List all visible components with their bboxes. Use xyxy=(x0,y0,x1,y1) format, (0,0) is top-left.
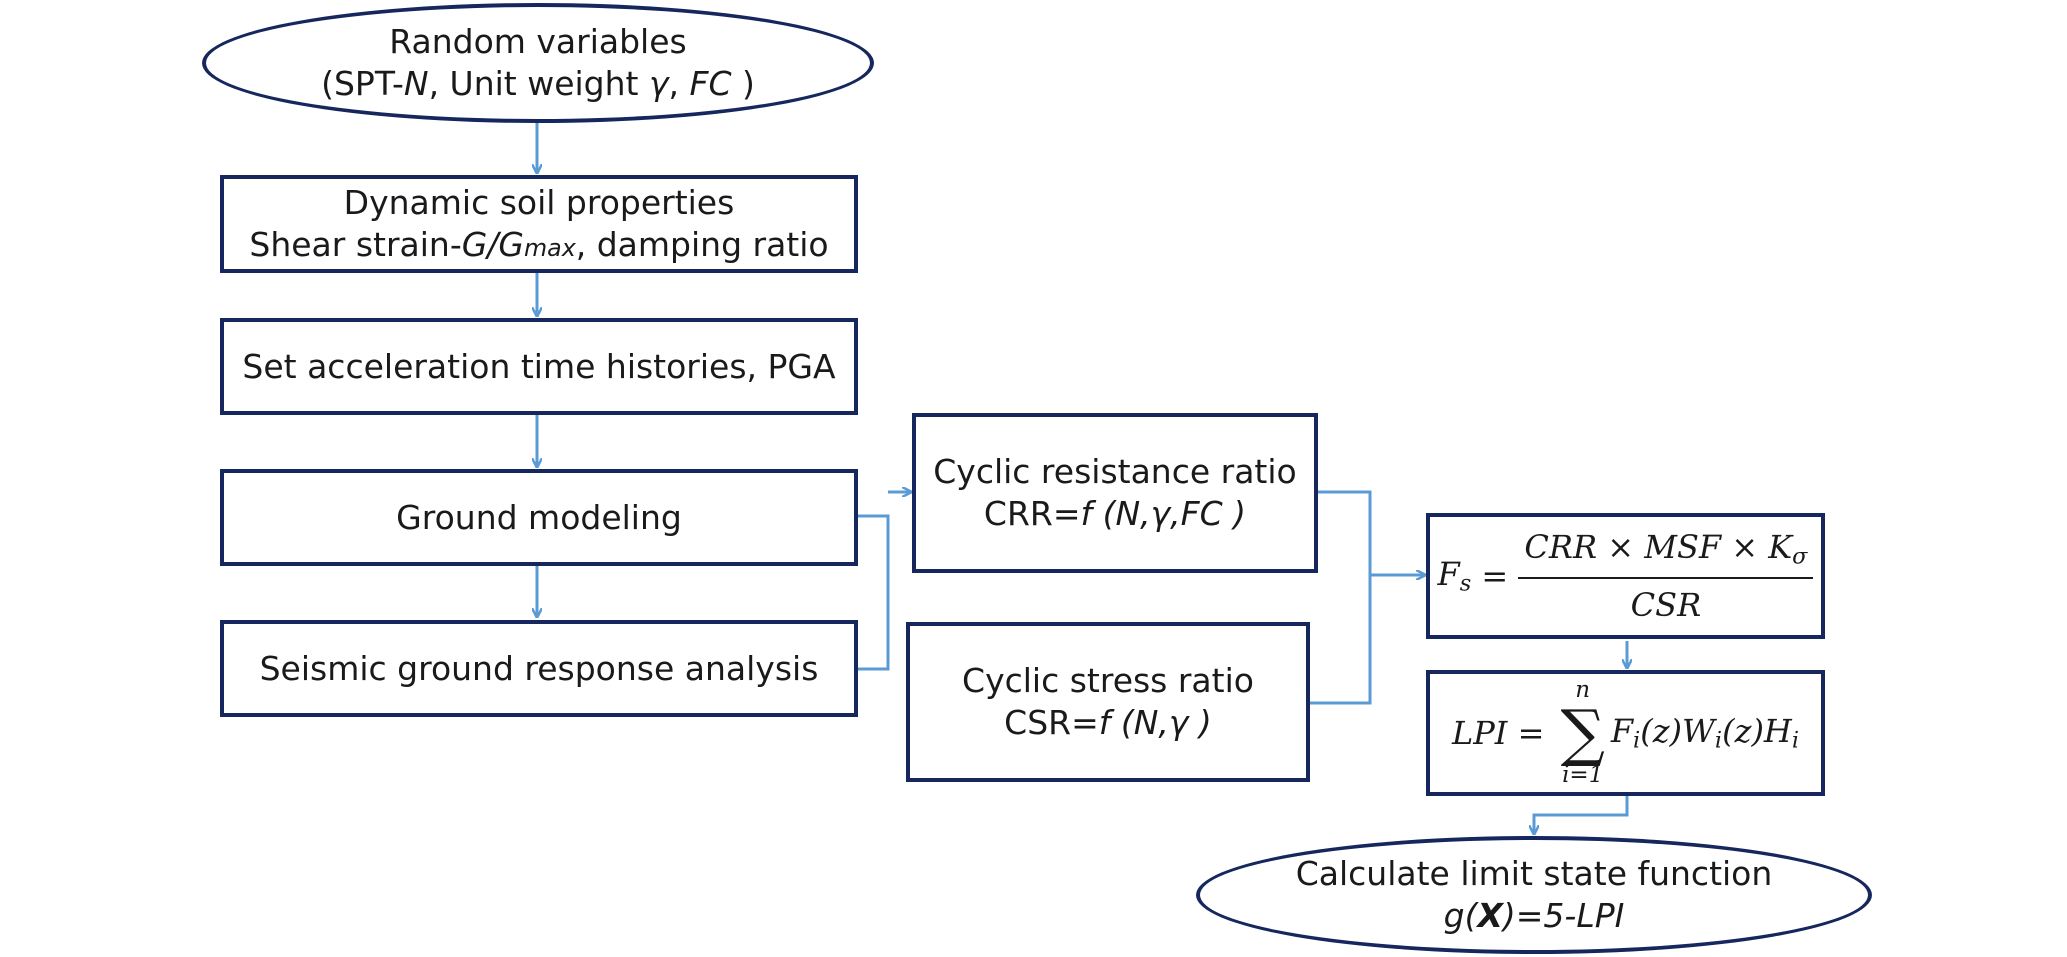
limit-state-title: Calculate limit state function xyxy=(1295,854,1773,894)
random-variables-node: Random variables (SPT-N, Unit weight γ, … xyxy=(202,3,874,123)
fs-equals: = xyxy=(1471,556,1519,595)
dynamic-soil-properties-box: Dynamic soil properties Shear strain-G/G… xyxy=(220,175,858,273)
ground-modeling-box: Ground modeling xyxy=(220,469,858,566)
crr-title: Cyclic resistance ratio xyxy=(933,452,1297,492)
factor-of-safety-box: Fs = CRR × MSF × Kσ CSR xyxy=(1426,513,1825,639)
liquefaction-potential-index-box: LPI = n ∑ i=1 Fi(z)Wi(z)Hi xyxy=(1426,670,1825,796)
arrow-csr-to-fs xyxy=(1310,575,1372,705)
limit-state-formula: g(X)=5-LPI xyxy=(1443,896,1625,935)
random-variables-title: Random variables xyxy=(389,22,687,62)
fs-lhs: Fs xyxy=(1437,554,1472,597)
summation-operator: n ∑ i=1 xyxy=(1561,679,1605,787)
fs-denominator: CSR xyxy=(1630,585,1702,624)
csr-title: Cyclic stress ratio xyxy=(962,661,1254,701)
cyclic-resistance-ratio-box: Cyclic resistance ratio CRR=f (N,γ,FC ) xyxy=(912,413,1318,573)
fs-numerator: CRR × MSF × Kσ xyxy=(1518,527,1814,579)
lpi-terms: Fi(z)Wi(z)Hi xyxy=(1610,711,1799,754)
fs-fraction: CRR × MSF × Kσ CSR xyxy=(1518,527,1814,626)
arrow-to-crr xyxy=(858,492,910,671)
crr-formula: CRR=f (N,γ,FC ) xyxy=(983,494,1247,533)
acceleration-title: Set acceleration time histories, PGA xyxy=(242,346,836,386)
acceleration-time-histories-box: Set acceleration time histories, PGA xyxy=(220,318,858,415)
csr-formula: CSR=f (N,γ ) xyxy=(1004,703,1212,742)
seismic-response-analysis-box: Seismic ground response analysis xyxy=(220,620,858,717)
dynamic-soil-detail: Shear strain-G/Gmax, damping ratio xyxy=(249,225,829,264)
seismic-response-title: Seismic ground response analysis xyxy=(259,648,819,688)
dynamic-soil-title: Dynamic soil properties xyxy=(343,183,735,223)
lpi-lhs: LPI = xyxy=(1451,713,1555,752)
arrow-crr-to-fs xyxy=(1318,490,1424,575)
arrow-lpi-to-limit xyxy=(1534,796,1629,833)
sum-lower-limit: i=1 xyxy=(1562,762,1604,788)
ground-modeling-title: Ground modeling xyxy=(396,497,682,537)
sum-symbol: ∑ xyxy=(1560,696,1605,769)
random-variables-list: (SPT-N, Unit weight γ, FC ) xyxy=(321,64,755,103)
cyclic-stress-ratio-box: Cyclic stress ratio CSR=f (N,γ ) xyxy=(906,622,1310,782)
sum-upper-limit: n xyxy=(1575,677,1591,703)
limit-state-function-node: Calculate limit state function g(X)=5-LP… xyxy=(1196,836,1872,954)
